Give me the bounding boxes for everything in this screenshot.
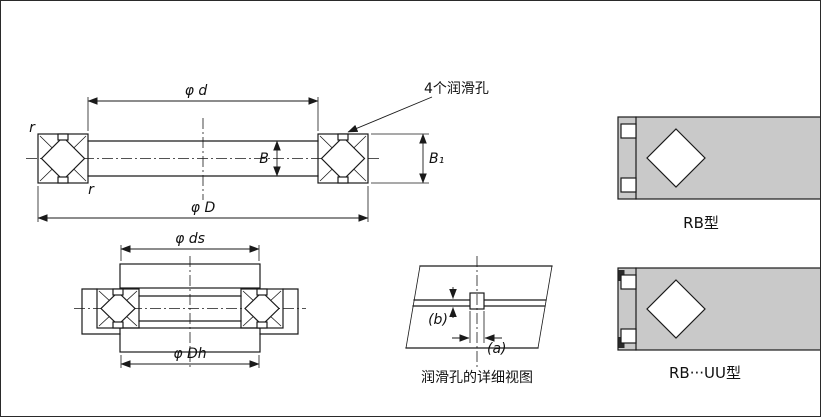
dh-dim-label: φ Dh: [173, 346, 206, 362]
rb-uu-roller-diamond: [646, 279, 706, 339]
housing-right: [259, 288, 299, 335]
main-section-view: 4个润滑孔 φ d φ D B B₁ r r: [26, 80, 489, 222]
top-clamp-plate: [119, 263, 261, 289]
mount-right-roller-diamond: [244, 291, 280, 326]
rb-type-figure: RB型: [617, 116, 821, 232]
bottom-clamp-plate: [119, 327, 261, 353]
lube-hole-mark: [337, 133, 349, 141]
rb-uu-cage-box-bottom: [620, 328, 637, 344]
lube-detail-caption: 润滑孔的详细视图: [421, 369, 533, 386]
fillet-label-top: r: [29, 120, 36, 136]
b1-dim-label: B₁: [429, 151, 444, 167]
mount-left-cage-top: [112, 288, 124, 296]
bore-dim-label: φ d: [185, 83, 208, 99]
rb-uu-type-figure: RB···UU型: [617, 267, 821, 382]
od-dim-label: φ D: [191, 200, 216, 216]
a-dim-label: (a): [487, 341, 507, 357]
rb-type-label: RB型: [683, 214, 719, 232]
mount-right-cage-top: [256, 288, 268, 296]
housing-left: [81, 288, 121, 335]
fillet-label-bottom: r: [88, 182, 95, 198]
left-cage-mark-top: [57, 133, 69, 141]
right-cage-mark-bottom: [337, 176, 349, 184]
detail-break-right: [537, 265, 553, 349]
mount-right-cage-bottom: [256, 321, 268, 329]
ds-dim-label: φ ds: [175, 231, 205, 247]
lube-holes-leader: [347, 96, 433, 133]
detail-break-left: [405, 265, 421, 349]
b-dim-label: (b): [428, 312, 448, 328]
mount-left-roller-diamond: [100, 291, 136, 326]
mount-left-cage-bottom: [112, 321, 124, 329]
width-dim-label: B: [259, 151, 269, 167]
rb-cage-box-top: [620, 123, 637, 139]
mount-section-view: φ ds φ Dh: [74, 231, 306, 368]
left-cage-mark-bottom: [57, 176, 69, 184]
rb-uu-type-label: RB···UU型: [669, 364, 741, 382]
rb-roller-diamond: [646, 128, 706, 188]
lube-holes-label: 4个润滑孔: [424, 80, 489, 97]
rb-uu-cage-box-top: [620, 274, 637, 290]
lube-hole-detail: (a) (b) 润滑孔的详细视图: [405, 256, 553, 386]
rb-cage-box-bottom: [620, 177, 637, 193]
